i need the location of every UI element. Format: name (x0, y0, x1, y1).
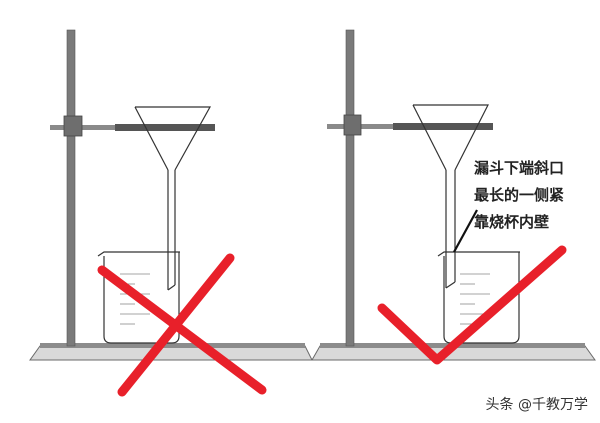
right-beaker (437, 251, 520, 344)
check-mark-icon (377, 245, 567, 365)
left-ring-stand (29, 29, 313, 361)
annotation-line-1: 漏斗下端斜口 (474, 159, 565, 177)
annotation-text: 漏斗下端斜口 最长的一侧紧 靠烧杯内壁 (474, 155, 564, 236)
annotation-pointer (453, 209, 478, 253)
cross-mark-icon (97, 253, 267, 397)
left-funnel (134, 106, 212, 291)
right-funnel (412, 104, 489, 289)
annotation-line-2: 最长的一侧紧 (474, 186, 565, 204)
watermark: 头条 @千教万学 (485, 397, 588, 413)
annotation-line-3: 靠烧杯内壁 (474, 213, 550, 231)
